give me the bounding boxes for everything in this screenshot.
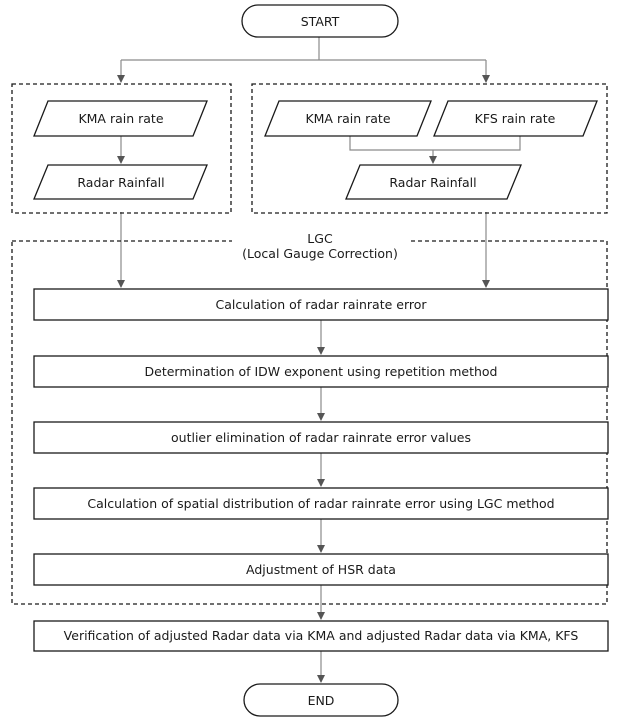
left-kma-rain-rate: KMA rain rate [33,100,208,137]
right-radar-rainfall: Radar Rainfall [345,164,522,200]
lgc-title: LGC [307,231,333,246]
right-kma-rain-rate: KMA rain rate [264,100,432,137]
right-kma-rain-rate-label: KMA rain rate [305,111,390,126]
lgc-step-5: Adjustment of HSR data [33,553,609,586]
left-radar-rainfall: Radar Rainfall [33,164,208,200]
lgc-step-3-label: outlier elimination of radar rainrate er… [171,430,471,445]
right-radar-rainfall-label: Radar Rainfall [389,175,476,190]
right-kfs-rain-rate: KFS rain rate [433,100,598,137]
left-kma-rain-rate-label: KMA rain rate [78,111,163,126]
left-radar-rainfall-label: Radar Rainfall [77,175,164,190]
verification-step: Verification of adjusted Radar data via … [33,620,609,652]
lgc-step-4-label: Calculation of spatial distribution of r… [87,496,554,511]
start-terminator: START [241,4,399,38]
right-kfs-rain-rate-label: KFS rain rate [475,111,556,126]
end-terminator: END [243,683,399,717]
lgc-step-2: Determination of IDW exponent using repe… [33,355,609,388]
lgc-subtitle: (Local Gauge Correction) [242,246,398,261]
lgc-step-1: Calculation of radar rainrate error [33,288,609,321]
lgc-step-3: outlier elimination of radar rainrate er… [33,421,609,454]
left-input-group [11,83,232,214]
right-input-group [251,83,608,214]
lgc-step-1-label: Calculation of radar rainrate error [215,297,427,312]
connectors [117,37,521,683]
lgc-step-5-label: Adjustment of HSR data [246,562,396,577]
lgc-step-2-label: Determination of IDW exponent using repe… [145,364,498,379]
lgc-step-4: Calculation of spatial distribution of r… [33,487,609,520]
verification-label: Verification of adjusted Radar data via … [64,628,579,643]
start-label: START [301,14,340,29]
end-label: END [308,693,335,708]
